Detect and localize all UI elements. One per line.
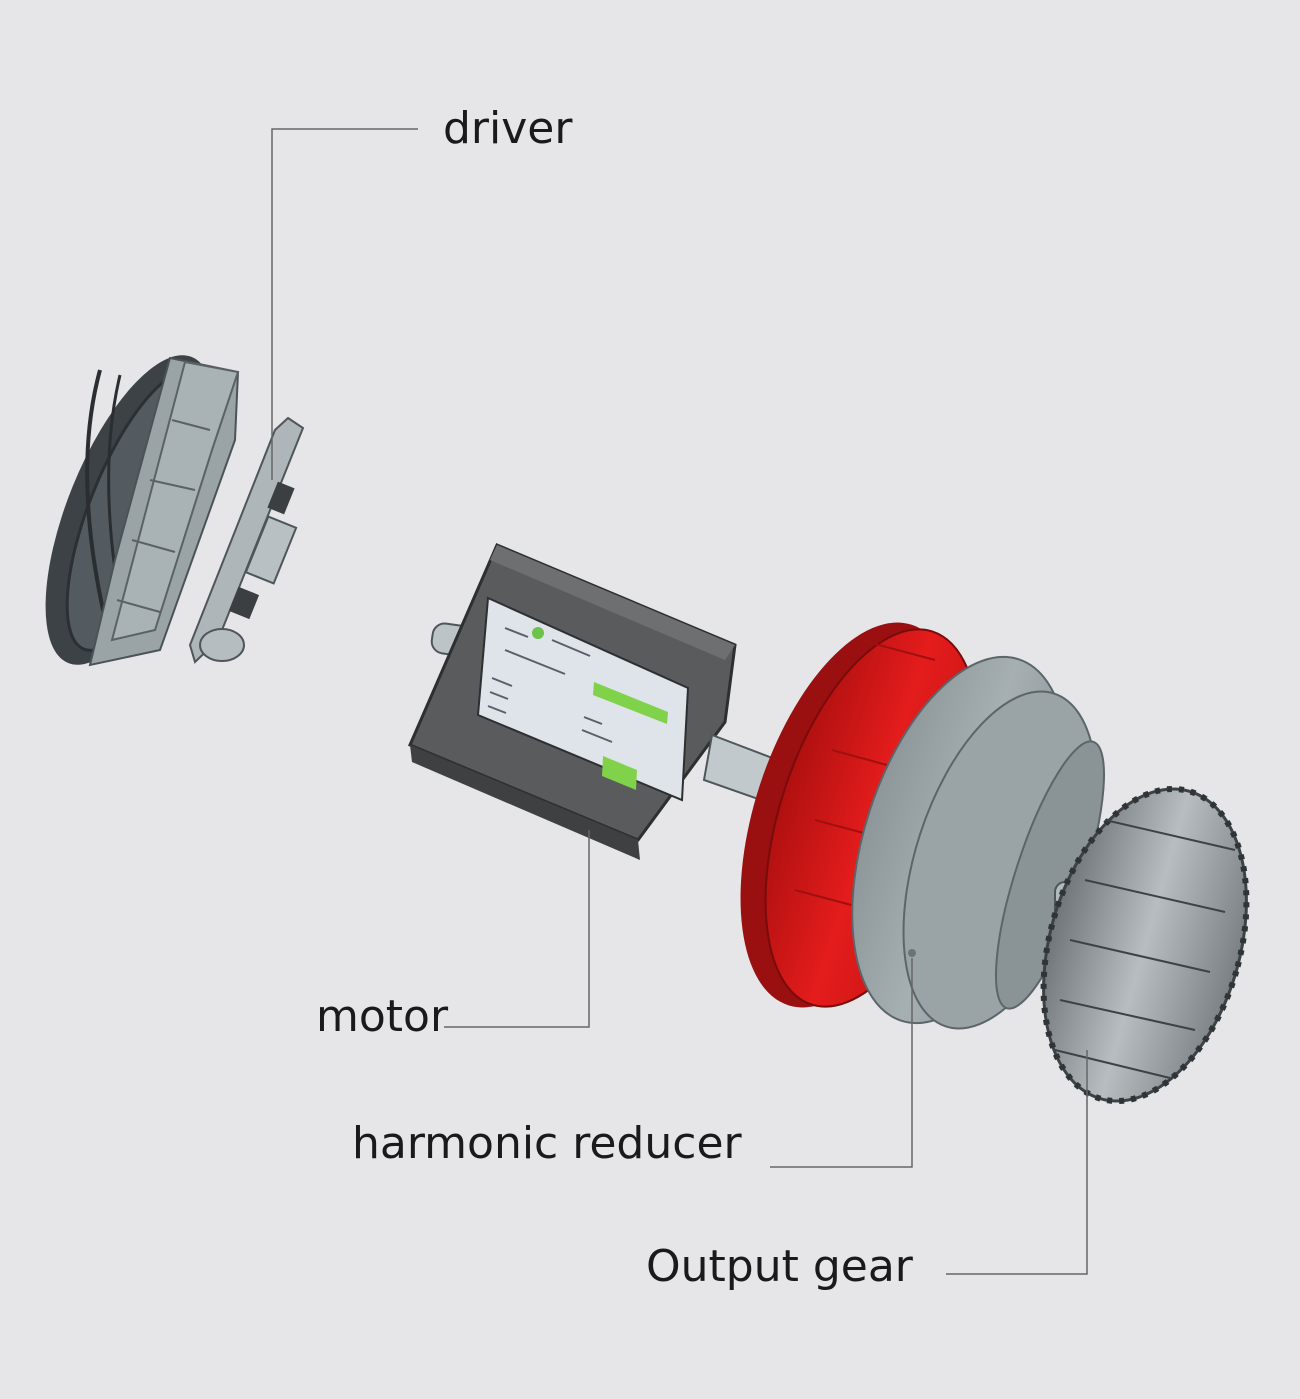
- driver-pcb: [188, 416, 305, 664]
- leader-line-motor: [444, 830, 590, 1028]
- leader-line-output-gear: [946, 1050, 1088, 1275]
- output-gear: [1040, 785, 1250, 1105]
- leader-line-driver: [271, 128, 418, 480]
- label-harmonic-reducer: harmonic reducer: [352, 1118, 742, 1169]
- label-output-gear: Output gear: [646, 1241, 913, 1292]
- motor-body: [408, 543, 794, 860]
- label-motor: motor: [316, 991, 449, 1042]
- leader-line-harmonic-reducer: [770, 958, 913, 1168]
- driver-back-cover: [45, 355, 240, 667]
- leader-lines: [271, 128, 1088, 1275]
- label-driver: driver: [443, 103, 573, 154]
